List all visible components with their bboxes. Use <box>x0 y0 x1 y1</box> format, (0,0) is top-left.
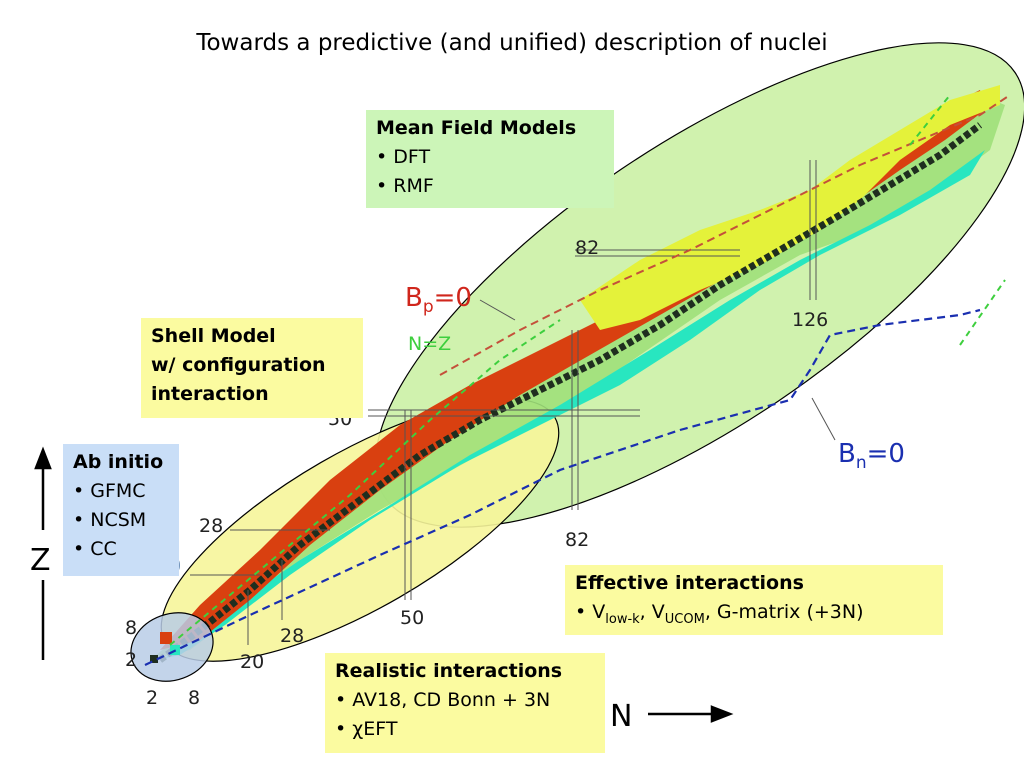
realistic-item: χEFT <box>335 715 597 744</box>
shell-model-line2: w/ configuration <box>151 354 326 376</box>
mean-field-item: DFT <box>376 143 606 172</box>
mean-field-box: Mean Field Models DFT RMF <box>366 110 614 208</box>
n-2-label: 2 <box>146 687 158 709</box>
nz-label: N=Z <box>408 333 451 355</box>
z-82-label: 82 <box>575 237 599 259</box>
bp-label: Bp=0 <box>405 283 472 317</box>
shell-model-line1: Shell Model <box>151 325 276 347</box>
magic-lines <box>190 160 817 645</box>
effective-heading: Effective interactions <box>575 572 804 594</box>
n-20-label: 20 <box>240 651 264 673</box>
z-axis-label: Z <box>30 543 51 578</box>
z-2-label: 2 <box>125 649 137 671</box>
n-28-label: 28 <box>280 625 304 647</box>
neutron-dripline <box>144 308 981 666</box>
ab-initio-item: GFMC <box>73 477 171 506</box>
n-126-label: 126 <box>792 309 828 331</box>
nz-line-upper <box>959 279 1006 346</box>
n-axis-arrow <box>648 705 734 723</box>
mean-field-item: RMF <box>376 172 606 201</box>
n-8-label: 8 <box>188 687 200 709</box>
shell-model-box: Shell Model w/ configuration interaction <box>141 318 363 418</box>
nz-line <box>169 319 561 646</box>
realistic-interactions-box: Realistic interactions AV18, CD Bonn + 3… <box>325 653 605 753</box>
effective-interactions-box: Effective interactions Vlow-k, VUCOM, G-… <box>565 565 943 635</box>
realistic-heading: Realistic interactions <box>335 660 563 682</box>
n-axis-label: N <box>610 699 632 734</box>
ab-initio-heading: Ab initio <box>73 451 164 473</box>
effective-item: Vlow-k, VUCOM, G-matrix (+3N) <box>575 598 935 634</box>
shell-model-line3: interaction <box>151 383 269 405</box>
ab-initio-item: CC <box>73 535 171 564</box>
n-50-label: 50 <box>400 607 424 629</box>
ab-initio-box: Ab initio GFMC NCSM CC <box>63 444 179 576</box>
page-title: Towards a predictive (and unified) descr… <box>196 30 828 56</box>
bn-label: Bn=0 <box>838 439 905 473</box>
mean-field-heading: Mean Field Models <box>376 117 577 139</box>
n-82-label: 82 <box>565 529 589 551</box>
ab-initio-item: NCSM <box>73 506 171 535</box>
realistic-item: AV18, CD Bonn + 3N <box>335 686 597 715</box>
proton-dripline <box>439 94 1011 376</box>
z-axis-arrow <box>34 446 52 660</box>
z-28-label: 28 <box>199 515 223 537</box>
chi-symbol: χ <box>352 718 364 740</box>
z-8-label: 8 <box>125 617 137 639</box>
